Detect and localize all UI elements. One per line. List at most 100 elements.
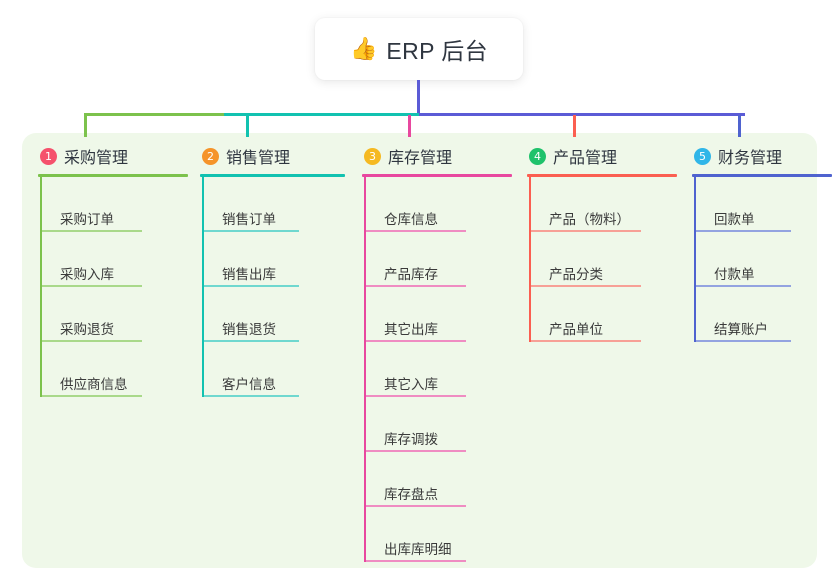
- column-spine: [40, 177, 42, 397]
- column-underline: [527, 174, 677, 177]
- number-badge-icon: 3: [364, 147, 381, 165]
- list-item-rule: [366, 395, 466, 397]
- column-title: 财务管理: [718, 150, 783, 167]
- list-item[interactable]: 产品单位: [531, 287, 677, 342]
- list-item-rule: [366, 505, 466, 507]
- column-header-1[interactable]: 1 采购管理: [38, 143, 188, 169]
- column-header-2[interactable]: 2 销售管理: [200, 143, 345, 169]
- column-underline: [38, 174, 188, 177]
- column-items: 销售订单销售出库销售退货客户信息: [200, 177, 345, 397]
- root-node-card[interactable]: 👍 ERP 后台: [315, 18, 523, 80]
- list-item-label: 结算账户: [714, 322, 768, 337]
- list-item-rule: [366, 285, 466, 287]
- list-item-label: 产品分类: [549, 267, 603, 282]
- connector-stub-1: [84, 115, 87, 137]
- list-item-rule: [696, 230, 791, 232]
- list-item-rule: [42, 340, 142, 342]
- connector-stub-5: [738, 115, 741, 137]
- list-item-rule: [42, 395, 142, 397]
- list-item[interactable]: 其它出库: [366, 287, 512, 342]
- list-item[interactable]: 采购订单: [42, 177, 188, 232]
- list-item[interactable]: 产品分类: [531, 232, 677, 287]
- list-item-label: 客户信息: [222, 377, 276, 392]
- diagram-panel: [22, 133, 817, 568]
- bar-purple: [419, 113, 745, 116]
- list-item-label: 采购入库: [60, 267, 114, 282]
- list-item-rule: [204, 395, 299, 397]
- list-item-rule: [42, 230, 142, 232]
- column-underline: [200, 174, 345, 177]
- list-item-rule: [531, 285, 641, 287]
- list-item[interactable]: 出库库明细: [366, 507, 512, 562]
- column-items: 仓库信息产品库存其它出库其它入库库存调拨库存盘点出库库明细: [362, 177, 512, 562]
- list-item-label: 产品（物料）: [549, 212, 630, 227]
- list-item-label: 其它出库: [384, 322, 438, 337]
- column-title: 销售管理: [226, 150, 291, 167]
- thumbs-up-icon: 👍: [349, 36, 378, 61]
- column-spine: [364, 177, 366, 562]
- list-item-rule: [531, 340, 641, 342]
- list-item[interactable]: 库存调拨: [366, 397, 512, 452]
- list-item-label: 产品库存: [384, 267, 438, 282]
- column-spine: [694, 177, 696, 342]
- list-item-label: 销售退货: [222, 322, 276, 337]
- list-item-rule: [366, 450, 466, 452]
- list-item-label: 采购退货: [60, 322, 114, 337]
- list-item[interactable]: 付款单: [696, 232, 832, 287]
- column-spine: [529, 177, 531, 342]
- list-item-label: 回款单: [714, 212, 755, 227]
- list-item-label: 供应商信息: [60, 377, 128, 392]
- column-header-4[interactable]: 4 产品管理: [527, 143, 677, 169]
- column-underline: [692, 174, 832, 177]
- list-item-rule: [531, 230, 641, 232]
- connector-stub-2: [246, 115, 249, 137]
- list-item-label: 销售出库: [222, 267, 276, 282]
- number-badge-icon: 4: [529, 147, 546, 165]
- list-item[interactable]: 客户信息: [204, 342, 345, 397]
- number-badge-icon: 1: [40, 147, 57, 165]
- list-item[interactable]: 产品（物料）: [531, 177, 677, 232]
- list-item-label: 产品单位: [549, 322, 603, 337]
- list-item-rule: [366, 560, 466, 562]
- column-销售管理: 2 销售管理销售订单销售出库销售退货客户信息: [200, 143, 345, 397]
- list-item-label: 出库库明细: [384, 542, 452, 557]
- list-item-rule: [696, 285, 791, 287]
- column-采购管理: 1 采购管理采购订单采购入库采购退货供应商信息: [38, 143, 188, 397]
- list-item[interactable]: 采购入库: [42, 232, 188, 287]
- list-item-rule: [204, 285, 299, 287]
- list-item[interactable]: 回款单: [696, 177, 832, 232]
- list-item-label: 库存盘点: [384, 487, 438, 502]
- column-spine: [202, 177, 204, 397]
- list-item-label: 销售订单: [222, 212, 276, 227]
- list-item[interactable]: 销售退货: [204, 287, 345, 342]
- list-item[interactable]: 产品库存: [366, 232, 512, 287]
- list-item-label: 采购订单: [60, 212, 114, 227]
- number-badge-icon: 2: [202, 147, 219, 165]
- list-item-rule: [204, 230, 299, 232]
- list-item[interactable]: 采购退货: [42, 287, 188, 342]
- list-item[interactable]: 销售订单: [204, 177, 345, 232]
- column-underline: [362, 174, 512, 177]
- root-node-title: ERP 后台: [386, 38, 489, 64]
- column-title: 采购管理: [64, 150, 129, 167]
- list-item-rule: [42, 285, 142, 287]
- list-item-label: 仓库信息: [384, 212, 438, 227]
- list-item-rule: [204, 340, 299, 342]
- list-item[interactable]: 结算账户: [696, 287, 832, 342]
- list-item-label: 其它入库: [384, 377, 438, 392]
- column-items: 回款单付款单结算账户: [692, 177, 832, 342]
- root-connector-stem: [417, 80, 420, 115]
- list-item-label: 付款单: [714, 267, 755, 282]
- list-item-rule: [696, 340, 791, 342]
- connector-stub-3: [408, 115, 411, 137]
- list-item[interactable]: 销售出库: [204, 232, 345, 287]
- list-item[interactable]: 仓库信息: [366, 177, 512, 232]
- list-item[interactable]: 其它入库: [366, 342, 512, 397]
- list-item[interactable]: 供应商信息: [42, 342, 188, 397]
- list-item[interactable]: 库存盘点: [366, 452, 512, 507]
- column-title: 产品管理: [553, 150, 618, 167]
